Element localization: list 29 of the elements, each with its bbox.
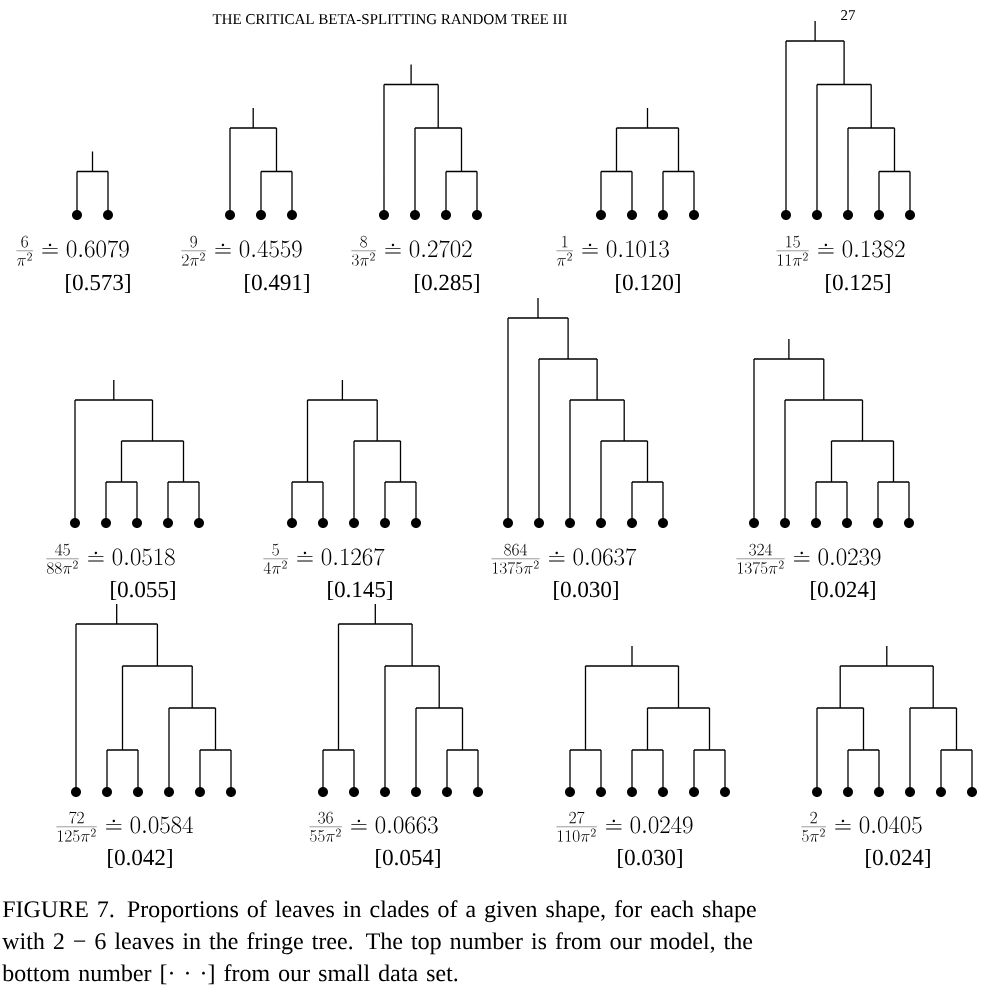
formula: $\frac{36}{55\pi^2} \doteq 0.0663$ (309, 811, 438, 842)
formula: $\frac{5}{4\pi^2} \doteq 0.1267$ (263, 543, 385, 574)
running-head: THE CRITICAL BETA-SPLITTING RANDOM TREE III (212, 14, 567, 25)
formula: $\frac{72}{125\pi^2} \doteq 0.0584$ (56, 811, 193, 842)
formula: $\frac{6}{\pi^2} \doteq 0.6079$ (16, 235, 129, 266)
data-value: [0.024] (866, 849, 930, 869)
caption: FIGURE 7. Proportions of leaves in clades of a given shape, for each shape with 2 − 6 leaves in the fringe tree. The top number is from our model, the bottom number [· · ·] from our small data set. (2, 900, 756, 985)
data-value: [0.030] (554, 581, 618, 601)
data-value: [0.125] (826, 274, 890, 294)
data-value: [0.573] (66, 274, 130, 294)
data-value: [0.054] (376, 849, 440, 869)
data-value: [0.042] (108, 849, 172, 869)
data-value: [0.285] (415, 274, 479, 294)
formula: $\frac{27}{110\pi^2} \doteq 0.0249$ (556, 811, 693, 842)
formula: $\frac{9}{2\pi^2} \doteq 0.4559$ (181, 235, 302, 266)
data-value: [0.145] (328, 581, 392, 601)
formula: $\frac{2}{5\pi^2} \doteq 0.0405$ (801, 811, 922, 842)
formula: $\frac{8}{3\pi^2} \doteq 0.2702$ (351, 235, 472, 266)
formula: $\frac{1}{\pi^2} \doteq 0.1013$ (556, 235, 669, 266)
data-value: [0.030] (618, 849, 682, 869)
formula: $\frac{45}{88\pi^2} \doteq 0.0518$ (46, 543, 175, 574)
data-value: [0.120] (616, 274, 680, 294)
formula: $\frac{324}{1375\pi^2} \doteq 0.0239$ (736, 543, 881, 574)
page-number: 27 (841, 10, 856, 20)
formula: $\frac{15}{11\pi^2} \doteq 0.1382$ (776, 235, 905, 266)
formula: $\frac{864}{1375\pi^2} \doteq 0.0637$ (491, 543, 637, 574)
data-value: [0.055] (111, 581, 175, 601)
data-value: [0.491] (245, 274, 309, 294)
data-value: [0.024] (811, 581, 875, 601)
